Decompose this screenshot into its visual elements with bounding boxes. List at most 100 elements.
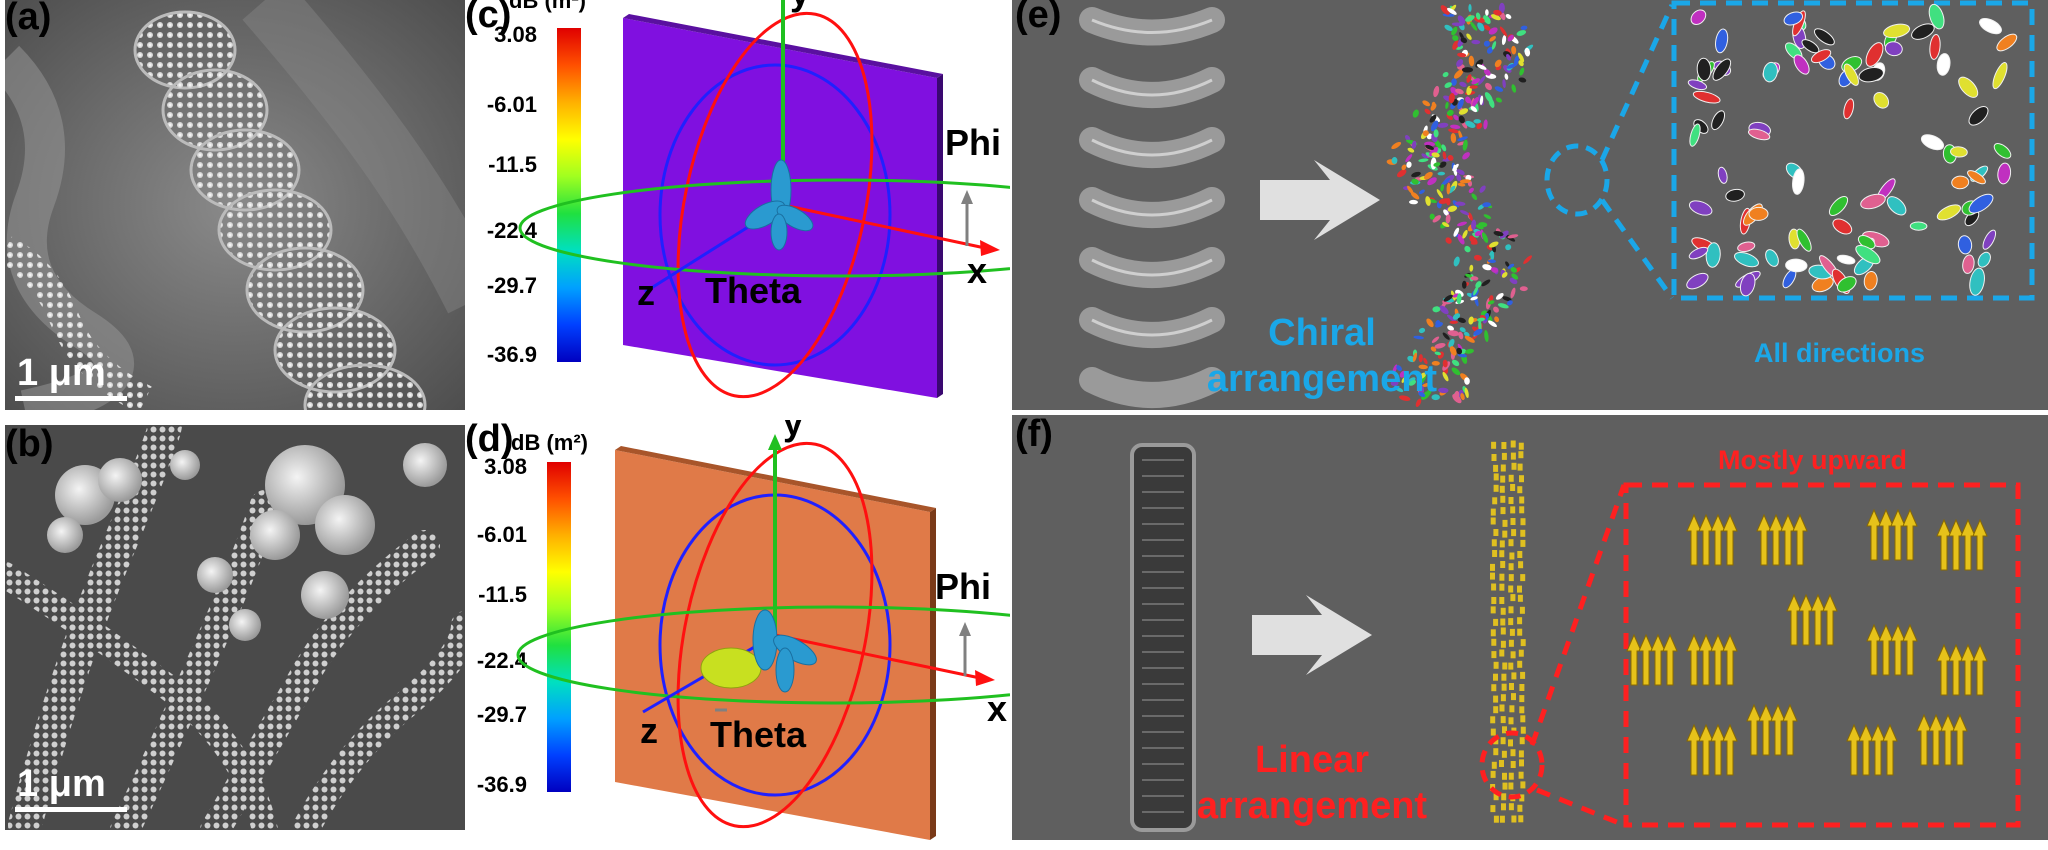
dipole-flake xyxy=(1762,61,1778,83)
dipole-flake xyxy=(1519,506,1525,514)
dipole-flake xyxy=(1475,281,1482,289)
dipole-flake xyxy=(1520,529,1526,537)
dipole-flake xyxy=(1453,256,1460,267)
dipole-flake xyxy=(1447,330,1460,337)
dipole-flake xyxy=(1401,376,1407,383)
scale-bar-label-b: 1 μm xyxy=(17,763,106,805)
dipole-flake xyxy=(1508,662,1514,670)
upward-arrow xyxy=(1972,518,1988,571)
dipole-flake xyxy=(1497,303,1509,309)
dipole-flake xyxy=(1502,772,1507,780)
dipole-flake xyxy=(1452,313,1461,320)
dipole-flake xyxy=(1469,264,1474,272)
dipole-flake xyxy=(1860,193,1886,210)
inset-box xyxy=(1671,0,2035,301)
dipole-flake xyxy=(1493,306,1499,313)
dipole-flake xyxy=(1426,388,1432,396)
dipole-flake xyxy=(1442,359,1448,368)
dipole-flake xyxy=(1418,158,1429,163)
colorbar-tick: -6.01 xyxy=(476,522,527,547)
dipole-flake xyxy=(1517,551,1523,558)
dipole-flake xyxy=(1796,228,1812,252)
dipole-flake xyxy=(1502,79,1506,89)
dipole-flake xyxy=(1950,146,1968,158)
dipole-flake xyxy=(1689,123,1701,147)
dipole-flake xyxy=(1686,272,1709,290)
dipole-flake xyxy=(1520,574,1526,582)
dipole-flake xyxy=(1517,617,1523,625)
dipole-flake xyxy=(1444,24,1453,31)
dipole-flake xyxy=(1464,377,1470,385)
rcs-panel-c: (c) dB (m²) 3.08 -6.01 -11.5 -22.4 -29.7… xyxy=(465,0,1010,420)
dipole-flake xyxy=(1828,195,1849,217)
dipole-flake xyxy=(1499,704,1505,712)
dipole-flake xyxy=(1494,316,1500,323)
dipole-flake xyxy=(1499,597,1505,604)
dipole-flake xyxy=(1451,22,1464,27)
upward-arrow xyxy=(1792,513,1808,566)
dipole-flake xyxy=(1476,122,1483,130)
dipole-flake xyxy=(1464,387,1469,398)
dipole-flake xyxy=(1507,234,1519,239)
dipole-flake xyxy=(1507,34,1514,42)
dipole-flake xyxy=(1454,69,1464,79)
dipole-flake xyxy=(1992,62,2008,90)
dipole-flake xyxy=(1456,169,1465,175)
colorbar-d xyxy=(547,462,571,792)
dipole-flake xyxy=(1426,318,1434,328)
axis-label-phi: Phi xyxy=(945,122,1002,163)
dipole-flake xyxy=(1459,81,1467,88)
dipole-flake xyxy=(1517,660,1523,668)
dipole-flake xyxy=(1520,539,1526,547)
upward-arrows xyxy=(1626,508,1988,776)
dipole-flake xyxy=(1739,272,1756,297)
dipole-flake xyxy=(1502,782,1508,790)
dipole-flake xyxy=(1443,294,1453,302)
upward-arrow xyxy=(1710,513,1726,566)
dipole-flake xyxy=(1390,380,1399,387)
dipole-flake xyxy=(1993,143,2012,159)
upward-arrow xyxy=(1810,593,1826,646)
dipole-flake xyxy=(1977,251,1991,268)
colorbar-tick: -6.01 xyxy=(486,92,537,117)
dipole-flake xyxy=(1407,377,1416,384)
dipole-flake xyxy=(1419,372,1427,379)
dipole-flake xyxy=(1472,96,1479,107)
dipole-flake xyxy=(1785,258,1808,273)
dipole-flake xyxy=(1501,34,1507,45)
upward-arrow xyxy=(1782,703,1798,756)
dipole-flake xyxy=(1858,67,1884,83)
dipole-flake xyxy=(1475,12,1481,20)
dipole-flake xyxy=(1500,716,1506,724)
upward-arrow xyxy=(1948,518,1964,571)
dipole-flake xyxy=(1407,185,1414,194)
dipole-flake xyxy=(1435,322,1443,328)
dipole-flake xyxy=(1489,295,1494,302)
dipole-flake xyxy=(1504,73,1509,80)
dipole-flake xyxy=(1481,279,1491,287)
dipole-flake xyxy=(1468,187,1474,193)
dipole-flake xyxy=(1687,79,1708,91)
dipole-flake xyxy=(1455,88,1464,95)
axis-label-x: x xyxy=(987,688,1008,729)
dipole-flake xyxy=(1440,177,1451,187)
dipole-flake xyxy=(1920,134,1945,151)
dipole-flake xyxy=(1432,306,1441,313)
dipole-flake xyxy=(1499,485,1505,493)
dipole-flake xyxy=(1440,183,1445,192)
dipole-flake xyxy=(1468,55,1475,67)
dipole-flake xyxy=(1511,815,1517,823)
upward-arrow xyxy=(1878,623,1894,676)
dipole-flake xyxy=(1499,26,1508,37)
upward-arrow xyxy=(1786,593,1802,646)
upward-arrow xyxy=(1638,633,1654,686)
panel-label-f: (f) xyxy=(1015,415,1053,455)
dipole-flake xyxy=(1508,474,1514,482)
axis-label-phi: Phi xyxy=(935,566,992,607)
dipole-flake xyxy=(1391,141,1402,150)
dipole-flake xyxy=(1450,133,1457,144)
upward-arrow xyxy=(1866,508,1882,561)
dipole-flake xyxy=(1508,539,1514,547)
dipole-flake xyxy=(1734,251,1759,268)
dipole-flake xyxy=(1494,59,1502,68)
